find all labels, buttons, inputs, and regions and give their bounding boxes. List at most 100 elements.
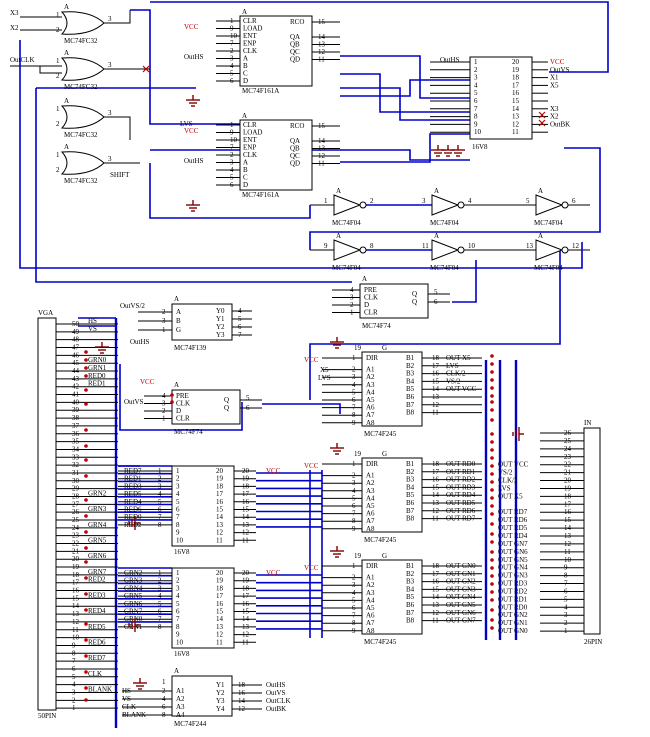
no-connect-stroke <box>538 119 546 127</box>
pin-name: B2 <box>406 362 415 370</box>
signal-label: X5 <box>550 81 559 89</box>
no-connect-stroke <box>142 65 150 73</box>
connector-label: VGA <box>38 309 53 317</box>
junction-dot <box>490 394 494 398</box>
ic-body <box>469 56 533 140</box>
junction-dot <box>490 386 494 390</box>
connector-body <box>37 317 57 711</box>
bus-wire <box>19 40 583 269</box>
junction-dot <box>84 592 88 596</box>
signal-label-x3: X3 <box>10 9 19 17</box>
pin-name: B4 <box>406 585 415 593</box>
signal-label: OUT GN1 <box>498 619 528 627</box>
junction-dot <box>170 393 174 397</box>
inverter-bubble <box>561 246 569 254</box>
pin-number: 18 <box>242 482 250 490</box>
pin-number: 19 <box>242 577 250 585</box>
pin-number: 16 <box>216 600 224 608</box>
pin-number: 20 <box>242 569 250 577</box>
pin-name: QD <box>290 56 300 64</box>
signal-label: X1 <box>550 74 559 82</box>
pin-number: 5 <box>474 89 478 97</box>
pin-number: 10 <box>176 536 184 544</box>
pin-name: A3 <box>176 703 185 711</box>
pin-name: QC <box>290 48 300 56</box>
pin-number: 17 <box>242 592 250 600</box>
signal-label: OUT RD3 <box>498 580 528 588</box>
signal-label: RED3 <box>88 591 106 599</box>
signal-label: CLK/2 <box>498 477 518 485</box>
inverter-symbol <box>333 239 362 261</box>
signal-label: GRN2 <box>88 489 107 497</box>
junction-dot <box>84 366 88 370</box>
pin-name: ENT <box>243 32 257 40</box>
part-label: 16V8 <box>174 650 190 658</box>
junction-dot <box>490 472 494 476</box>
junction-dot <box>490 608 494 612</box>
ground-icon <box>133 678 147 690</box>
pin-name: B5 <box>406 385 415 393</box>
wire <box>104 116 131 140</box>
pin-name: RCO <box>290 122 304 130</box>
pin-number: 1 <box>56 151 60 159</box>
pin-name: QB <box>290 41 300 49</box>
signal-label: OUT GN1 <box>446 570 476 578</box>
bus-wire <box>340 73 470 113</box>
pin-number: 13 <box>242 521 250 529</box>
pin-name: A2 <box>366 581 375 589</box>
signal-label: OUT RD5 <box>498 524 528 532</box>
pin-number: 7 <box>474 105 478 113</box>
inverter-symbol <box>333 194 362 216</box>
ground-icon <box>128 618 140 632</box>
signal-label: OUT VCC <box>446 385 477 393</box>
pin-number: 17 <box>216 592 224 600</box>
signal-label: SHIFT <box>110 171 130 179</box>
part-label: MC74F04 <box>332 264 361 272</box>
pin-number: 13 <box>216 521 224 529</box>
pin-number: 7 <box>176 513 180 521</box>
wire <box>104 10 131 24</box>
gate-letter: A <box>538 187 543 195</box>
wire <box>39 66 62 74</box>
or-gate-symbol <box>60 151 105 175</box>
junction-dot <box>84 350 88 354</box>
pin-number: 2 <box>56 26 60 34</box>
pin-name: B6 <box>406 499 415 507</box>
pin-name: G <box>382 344 387 352</box>
part-label: MC74FC32 <box>64 177 98 185</box>
bus-wire <box>309 147 601 250</box>
pin-number: 5 <box>246 394 250 402</box>
pin-name: A8 <box>366 525 375 533</box>
pin-number: 3 <box>108 15 112 23</box>
signal-label: OutCLK <box>266 697 291 705</box>
pin-number: 16 <box>216 498 224 506</box>
bus-wire <box>340 55 470 99</box>
bus-wire <box>340 79 470 97</box>
pin-name: B8 <box>406 409 415 417</box>
pin-name: D <box>364 301 369 309</box>
junction-dot <box>84 358 88 362</box>
junction-dot <box>490 496 494 500</box>
signal-label: OUT X5 <box>446 354 471 362</box>
junction-dot <box>84 374 88 378</box>
pin-name: A4 <box>366 494 375 502</box>
signal-label: OutHS <box>266 681 286 689</box>
junction-dot <box>490 540 494 544</box>
pin-number: 17 <box>242 490 250 498</box>
signal-label: OUT GN4 <box>446 593 476 601</box>
pin-name: Q <box>224 396 229 404</box>
signal-label: OutHS <box>184 53 204 61</box>
junction-dot <box>490 400 494 404</box>
pin-name: A1 <box>366 574 375 582</box>
pin-name: QA <box>290 33 300 41</box>
pin-name: B4 <box>406 377 415 385</box>
pin-number: 12 <box>572 242 580 250</box>
pin-number: 4 <box>474 81 478 89</box>
